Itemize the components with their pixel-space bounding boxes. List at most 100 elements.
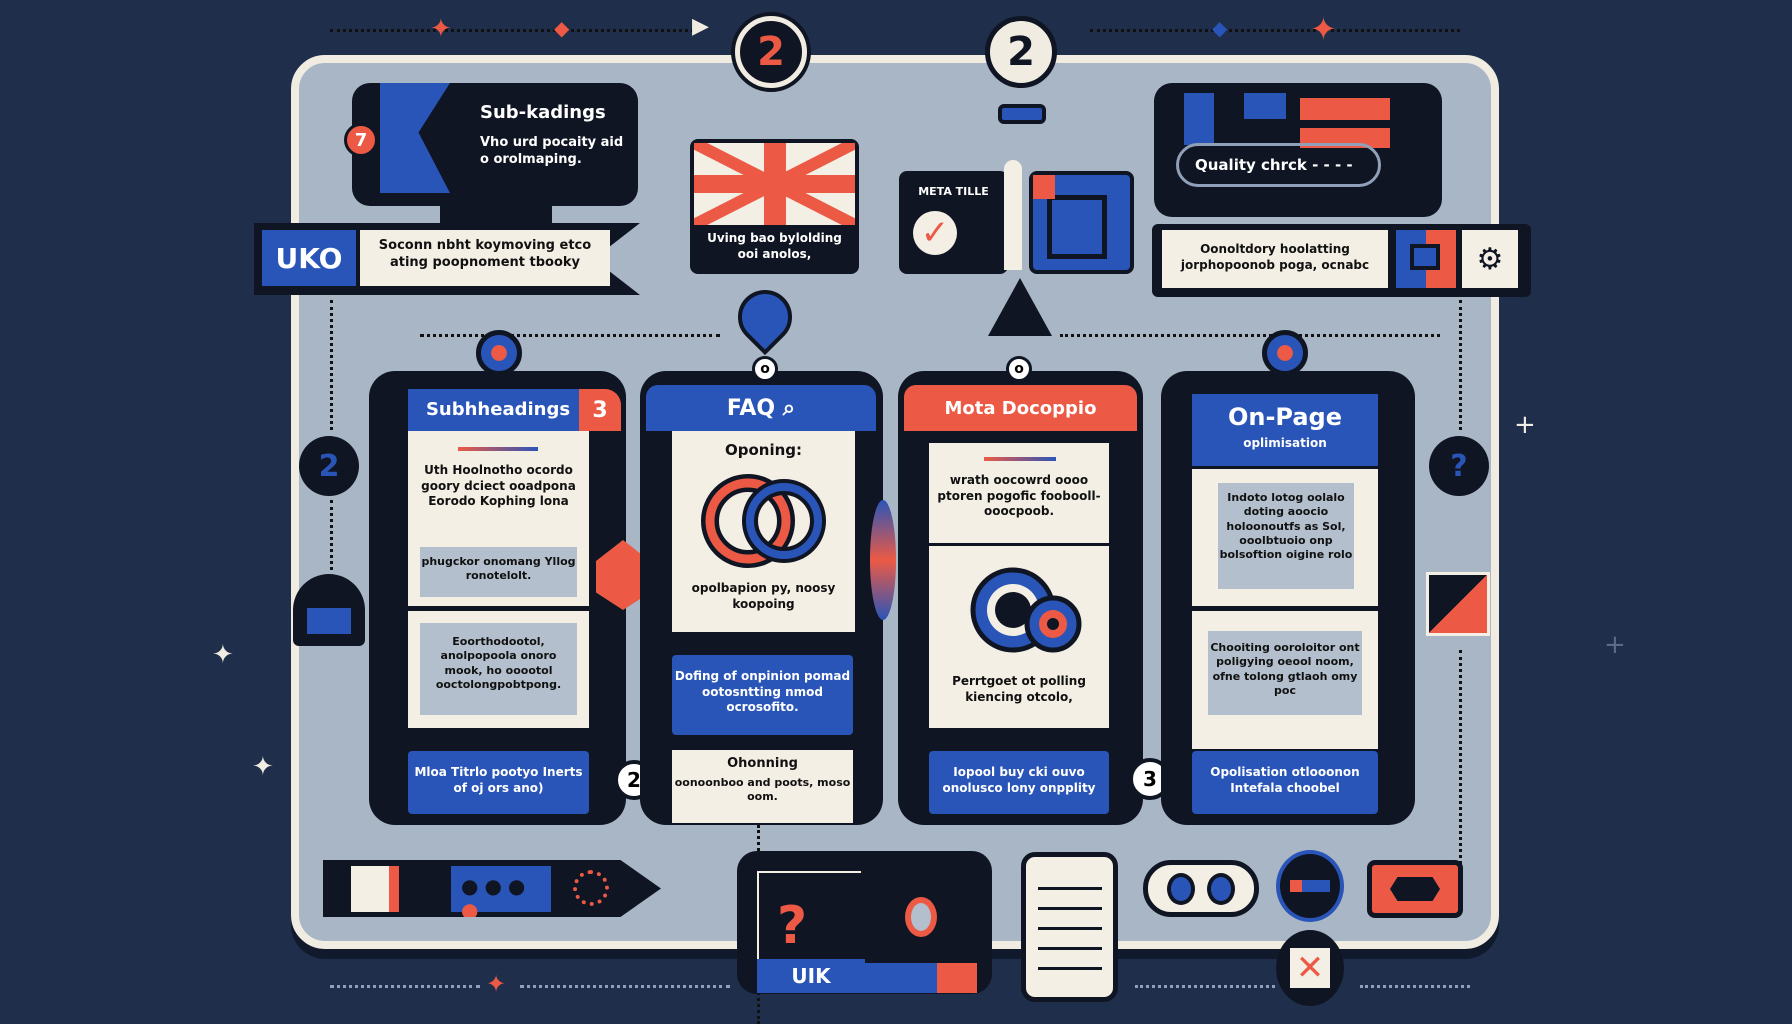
top-right-monitor: Quality chrck - - - - [1154, 83, 1442, 217]
sparkle-icon: ✦ [212, 640, 234, 670]
column-footer-button[interactable]: Opolisation otlooonon Intefala choobel [1192, 751, 1378, 814]
dotted-divider [330, 985, 480, 988]
dotted-divider [1090, 29, 1460, 32]
arrow-icon: ▶ [692, 14, 709, 39]
column-on-page: On-Page oplimisation Indoto lotog oolalo… [1161, 371, 1415, 825]
bar-icon [1300, 98, 1390, 120]
column-subheadings: Subhheadings 3 Uth Hoolnotho ocordo goor… [369, 371, 626, 825]
number-badge: 3 [579, 389, 621, 431]
sparkle-icon: ✦ [1310, 10, 1337, 48]
badge-number: 2 [318, 448, 340, 484]
header-subtitle: oplimisation [1243, 436, 1327, 450]
banner-text: Oonoltdory hoolatting jorphopoonob poga,… [1162, 230, 1388, 288]
badge-number: 3 [592, 397, 608, 423]
right-banner: Oonoltdory hoolatting jorphopoonob poga,… [1152, 224, 1531, 297]
target-icon [905, 897, 937, 937]
connector-line [420, 334, 720, 337]
diamond-icon: ◆ [554, 16, 570, 40]
toggle-pill[interactable] [1143, 860, 1259, 917]
uko-description: Soconn nbht koymoving etco ating poopnom… [360, 230, 610, 286]
document-card [1029, 171, 1134, 274]
gear-icon[interactable]: ⚙ [1462, 230, 1518, 288]
bar-segment [865, 963, 937, 993]
header-title: On-Page [1227, 403, 1343, 431]
card-title: Oponing: [724, 441, 803, 459]
search-text: Quality chrck - - - - [1195, 156, 1353, 174]
card-text: wrath oocowrd oooo ptoren pogofic fooboo… [937, 473, 1101, 519]
column-header: Subhheadings [408, 389, 588, 431]
card-text: oonoonboo and poots, moso oom. [674, 776, 851, 804]
badge-number: 3 [1143, 767, 1157, 791]
dotted-divider [330, 29, 700, 32]
diamond-icon: ◆ [1212, 16, 1228, 40]
frame-icon [1047, 195, 1107, 259]
node-icon: o [1006, 356, 1032, 382]
uko-text: UKO [275, 241, 343, 275]
target-icon [476, 330, 522, 376]
sparkle-icon: ✦ [252, 752, 274, 782]
loading-icon [573, 870, 609, 906]
toggle-dot [1167, 872, 1195, 905]
connector-line [1060, 334, 1440, 337]
card-text: Uth Hoolnotho ocordo goory dciect ooadpo… [421, 463, 576, 509]
content-card: Ohonning oonoonboo and poots, moso oom. [672, 750, 853, 823]
node-icon: o [752, 356, 778, 382]
sparkle-icon: ✦ [486, 970, 507, 998]
dots-indicator: ●●● ● [451, 866, 551, 917]
card-text: Perrtgoet ot polling kiencing otcolo, [952, 674, 1086, 704]
step-badge-left: 2 [299, 436, 359, 496]
dotted-divider [520, 985, 730, 988]
monitor-title: Sub-kadings [480, 102, 606, 123]
card-text: Indoto lotog oolalo doting aoocio holoon… [1218, 483, 1354, 589]
pillar-icon [1004, 160, 1022, 270]
target-icon [1262, 330, 1308, 376]
checkmark-icon: ✓ [913, 211, 957, 255]
step-badge: 2 [985, 16, 1057, 88]
info-box: Dofing of onpinion pomad ootosntting nmo… [672, 655, 853, 735]
target-gauge-icon [970, 567, 1082, 653]
content-card: Chooiting ooroloitor ont poligying oeool… [1192, 611, 1378, 749]
minus-icon [1276, 850, 1344, 922]
content-card: Oponing: opolbapion py, noosy koopoing [672, 431, 855, 632]
stand-icon [998, 104, 1046, 124]
connector-line [1459, 650, 1462, 870]
content-card: Perrtgoet ot polling kiencing otcolo, [929, 546, 1109, 728]
content-card: Uth Hoolnotho ocordo goory dciect ooadpo… [408, 431, 589, 606]
content-card: Indoto lotog oolalo doting aoocio holoon… [1192, 469, 1378, 606]
help-badge[interactable]: ? [1429, 436, 1489, 496]
column-header: On-Page oplimisation [1192, 394, 1378, 466]
column-footer-button[interactable]: Iopool buy cki ouvo onolusco lony onppli… [929, 751, 1109, 814]
connector-line [330, 300, 333, 430]
card-text: Eoorthodootol, anolpopoola onoro mook, h… [420, 623, 577, 715]
checklist-lines [1038, 877, 1102, 977]
card-text: opolbapion py, noosy koopoing [691, 581, 836, 611]
column-footer-button[interactable]: Mloa Titrlo pootyo Inerts of oj ors ano) [408, 751, 589, 814]
envelope-icon [1426, 572, 1490, 636]
badge-number: 7 [354, 129, 368, 151]
badge-number: 2 [1007, 29, 1035, 75]
monitor-text: Vho urd pocaity aid o orolmaping. [480, 135, 624, 167]
question-icon: ? [777, 896, 808, 956]
sparkle-icon: + [1604, 630, 1626, 660]
card-title: Ohonning [727, 756, 798, 771]
flag-block [351, 866, 399, 912]
warning-triangle-icon [988, 278, 1052, 336]
top-left-monitor: 7 Sub-kadings Vho urd pocaity aid o orol… [344, 83, 638, 206]
dotted-divider [1135, 985, 1275, 988]
column-header: Mota Docoppio [904, 385, 1137, 431]
grid-icon [1184, 93, 1214, 145]
sparkle-icon: + [1514, 410, 1536, 440]
content-card: Eoorthodootol, anolpopoola onoro mook, h… [408, 611, 589, 728]
screen-frame [757, 871, 861, 959]
uko-label: UKO [262, 230, 356, 286]
bar-segment [937, 963, 977, 993]
quality-check-search[interactable]: Quality chrck - - - - [1176, 143, 1381, 187]
connector-line [330, 500, 333, 570]
number-badge: 7 [344, 123, 378, 157]
close-icon[interactable]: ✕ [1276, 930, 1344, 1006]
uk-flag-icon [694, 143, 855, 225]
card-text: Chooiting ooroloitor ont poligying oeool… [1208, 631, 1362, 715]
card-note: phugckor onomang Yllog ronotelolt. [420, 547, 577, 597]
column-faq: FAQ ⌕ Oponing: opolbapion py, noosy koop… [640, 371, 883, 825]
column-header: FAQ ⌕ [646, 385, 876, 431]
